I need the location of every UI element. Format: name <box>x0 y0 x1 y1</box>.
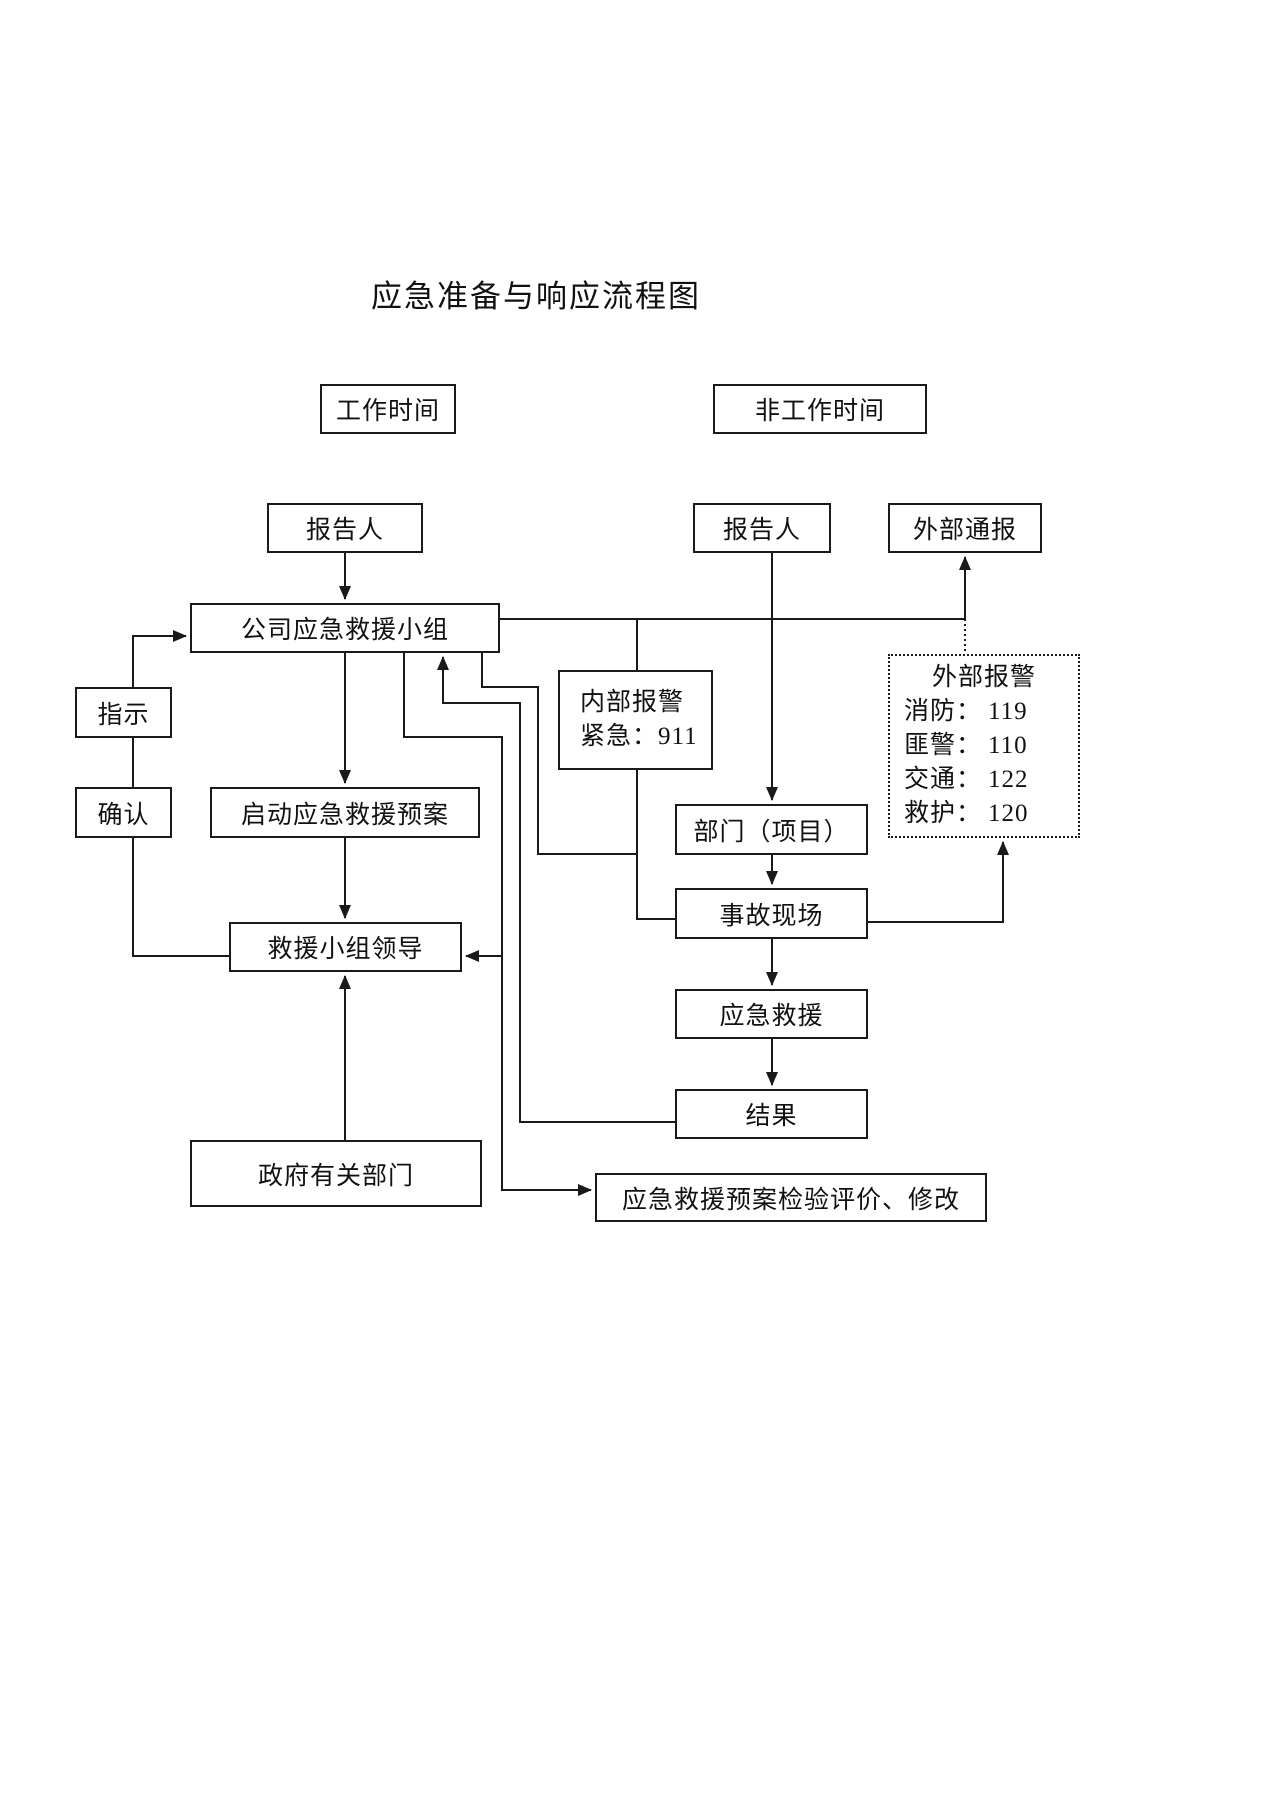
node-internal-alarm: 内部报警 紧急：911 <box>558 670 713 770</box>
external-alarm-fire-number: 119 <box>988 698 1028 725</box>
node-emergency-rescue: 应急救援 <box>675 989 868 1039</box>
node-external-alarm: 外部报警 消防： 119 匪警： 110 交通： 122 救护： 120 <box>888 654 1080 838</box>
connector-confirm-to-team-leader <box>132 838 229 957</box>
connector-company-team-to-external-notify <box>500 556 971 620</box>
connector-internal-alarm-to-accident-scene <box>636 770 675 920</box>
node-external-notify: 外部通报 <box>888 503 1042 553</box>
external-alarm-traffic-number: 122 <box>988 766 1029 793</box>
external-alarm-ambulance-label: 救护： <box>904 800 983 827</box>
node-confirm: 确认 <box>75 787 172 838</box>
node-non-work-time: 非工作时间 <box>713 384 927 434</box>
external-alarm-traffic-label: 交通： <box>904 766 983 793</box>
connector-accident-scene-to-external-alarm <box>868 841 1009 923</box>
external-alarm-row-police: 匪警： 110 <box>890 729 1078 763</box>
node-instruct: 指示 <box>75 687 172 738</box>
page-title: 应急准备与响应流程图 <box>371 279 701 314</box>
node-team-leader: 救援小组领导 <box>229 922 462 972</box>
external-alarm-row-fire: 消防： 119 <box>890 695 1078 729</box>
external-alarm-row-traffic: 交通： 122 <box>890 763 1078 797</box>
node-government: 政府有关部门 <box>190 1140 482 1207</box>
node-company-team: 公司应急救援小组 <box>190 603 500 653</box>
connector-company-team-to-plan-review <box>403 653 592 1196</box>
connector-result-to-company-team <box>437 656 675 1123</box>
node-reporter-left: 报告人 <box>267 503 423 553</box>
internal-alarm-title: 内部报警 <box>580 689 685 716</box>
external-alarm-police-number: 110 <box>988 732 1028 759</box>
external-alarm-fire-label: 消防： <box>904 698 983 725</box>
external-alarm-title: 外部报警 <box>931 664 1036 691</box>
internal-alarm-number: 紧急：911 <box>580 723 698 750</box>
external-alarm-ambulance-number: 120 <box>988 800 1029 827</box>
node-start-plan: 启动应急救援预案 <box>210 787 480 838</box>
node-accident-scene: 事故现场 <box>675 888 868 939</box>
node-reporter-right: 报告人 <box>693 503 831 553</box>
external-alarm-police-label: 匪警： <box>904 732 983 759</box>
node-work-time: 工作时间 <box>320 384 456 434</box>
connector-company-team-to-scene-merge <box>481 653 637 855</box>
node-result: 结果 <box>675 1089 868 1139</box>
node-department: 部门（项目） <box>675 804 868 855</box>
external-alarm-row-ambulance: 救护： 120 <box>890 797 1078 831</box>
connector-instruct-to-company-team <box>132 630 187 687</box>
node-plan-review: 应急救援预案检验评价、修改 <box>595 1173 987 1222</box>
